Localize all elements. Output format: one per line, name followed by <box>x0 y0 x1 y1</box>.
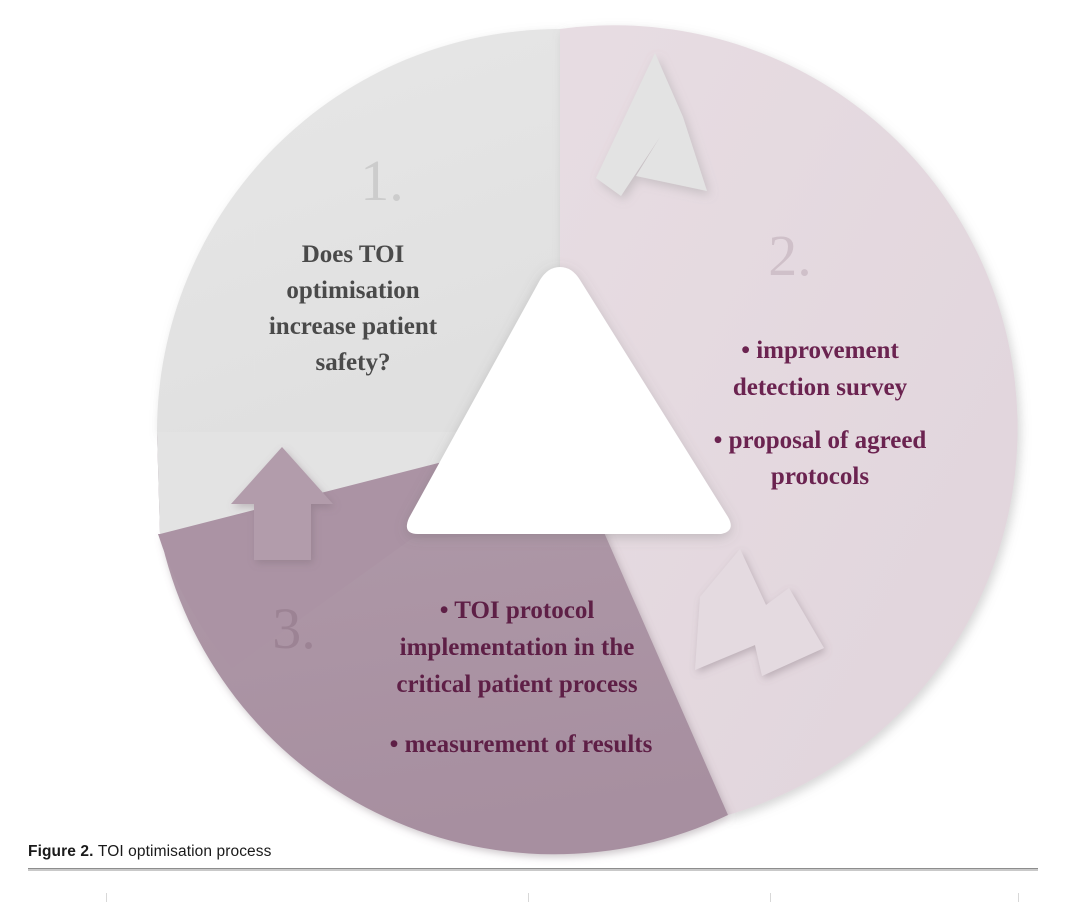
segment-3-line-3: critical patient process <box>396 671 637 698</box>
segment-1-text: Does TOI optimisation increase patient s… <box>269 241 438 376</box>
segment-2-wedge <box>560 25 1018 815</box>
tick-mark <box>106 893 107 902</box>
segment-2-text: • improvement detection survey • proposa… <box>714 337 927 490</box>
segment-1-number: 1. <box>360 148 404 213</box>
segment-1-line-3: increase patient <box>269 313 438 340</box>
segment-3-line-2: implementation in the <box>400 634 635 661</box>
tick-mark <box>528 893 529 902</box>
page-tick-marks <box>28 893 1038 902</box>
segment-3-text: • TOI protocol implementation in the cri… <box>390 597 653 758</box>
arrow-1-to-2 <box>596 53 707 196</box>
caption-label: Figure 2. <box>28 843 94 860</box>
segment-2-line-4: protocols <box>771 463 869 490</box>
arrow-3-to-1 <box>231 447 333 560</box>
arrow-2-to-3 <box>695 549 824 676</box>
caption-line: Figure 2. TOI optimisation process <box>28 843 1038 861</box>
center-triangle <box>406 267 731 534</box>
segment-1-line-4: safety? <box>316 349 391 376</box>
segment-2-line-1: • improvement <box>741 337 899 364</box>
tick-mark <box>770 893 771 902</box>
caption-title: TOI optimisation process <box>97 843 272 860</box>
segment-3-line-4: • measurement of results <box>390 731 653 758</box>
segment-3-number: 3. <box>272 596 316 661</box>
figure-caption: Figure 2. TOI optimisation process <box>28 843 1038 871</box>
segment-2-line-3: • proposal of agreed <box>714 427 927 454</box>
segment-2-line-2: detection survey <box>733 374 908 401</box>
caption-divider <box>28 868 1038 871</box>
segment-1-line-2: optimisation <box>286 277 419 304</box>
tick-mark <box>1018 893 1019 902</box>
segment-1-line-1: Does TOI <box>302 241 405 268</box>
segment-2-number: 2. <box>768 223 812 288</box>
segment-3-line-1: • TOI protocol <box>440 597 595 624</box>
